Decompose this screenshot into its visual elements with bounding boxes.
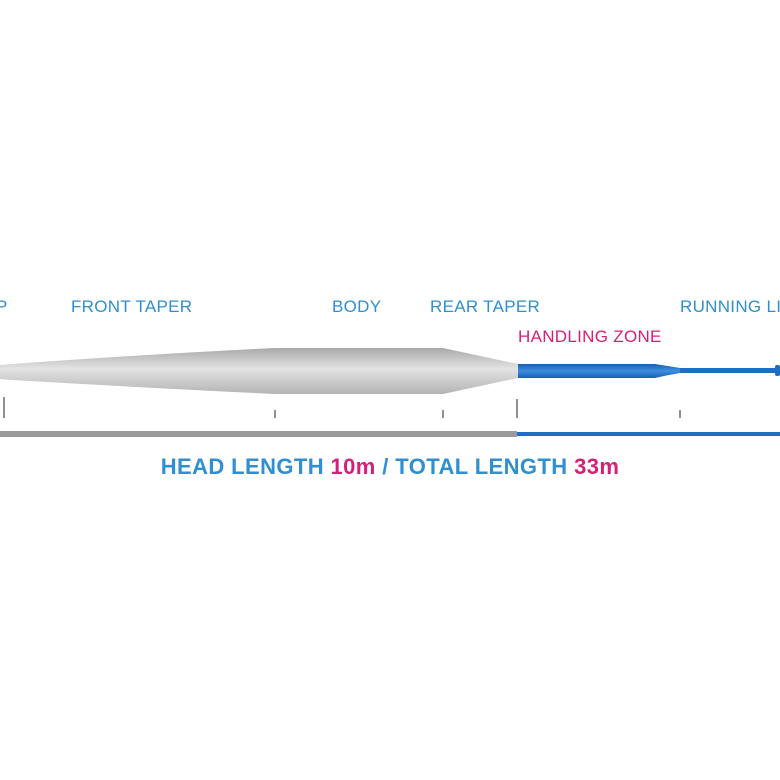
length-caption: HEAD LENGTH 10m / TOTAL LENGTH 33m (0, 456, 780, 478)
running-line-section (680, 368, 780, 373)
handling-zone-label: HANDLING ZONE (518, 327, 662, 346)
head-length-label: HEAD LENGTH (160, 454, 324, 479)
running-line-label: RUNNING LI (680, 297, 780, 316)
head-length-bar (0, 431, 517, 437)
rear-taper-label: REAR TAPER (430, 297, 541, 316)
body-label: BODY (332, 297, 382, 316)
front-taper-label: FRONT TAPER (71, 297, 193, 316)
tip-label: P (0, 297, 8, 316)
handling-zone-section (518, 364, 680, 378)
total-length-label: TOTAL LENGTH (395, 454, 568, 479)
total-length-value: 33m (574, 454, 620, 479)
total-length-bar (517, 432, 780, 436)
caption-separator: / (382, 454, 389, 479)
head-length-value: 10m (330, 454, 376, 479)
head-section (0, 348, 518, 394)
running-line-end (775, 365, 780, 376)
